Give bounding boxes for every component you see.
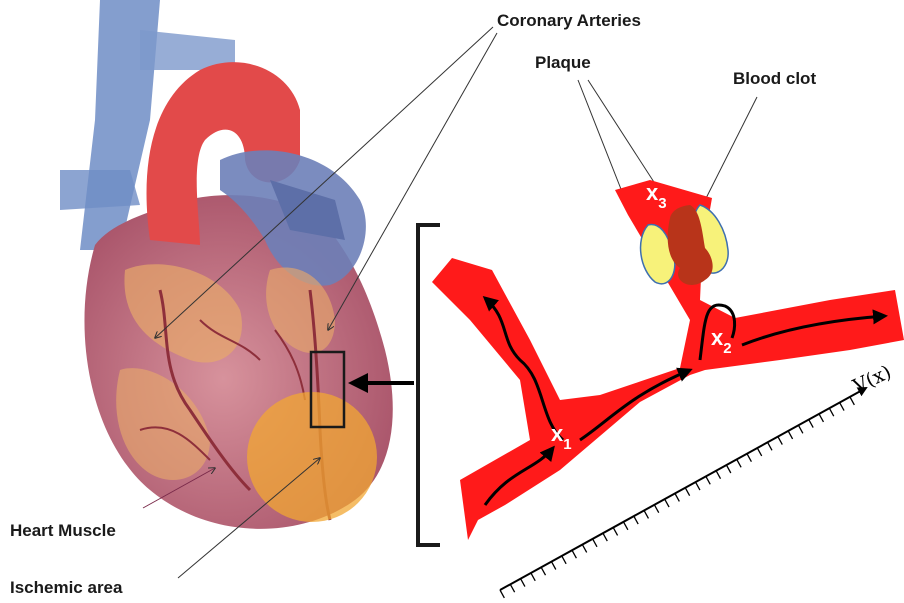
label-blood-clot: Blood clot [733, 69, 816, 89]
label-coronary-arteries: Coronary Arteries [497, 11, 641, 31]
zoom-bracket [418, 225, 440, 545]
vx-axis: V(x) [500, 361, 895, 598]
vx-axis-tick [757, 448, 761, 456]
heart-illustration [60, 0, 393, 529]
vx-axis-tick [829, 408, 833, 416]
vx-axis-tick [788, 431, 792, 439]
pulmonary-vein [60, 170, 140, 210]
vx-axis-tick [510, 584, 514, 592]
vx-axis-tick [706, 476, 710, 484]
vx-axis-tick [685, 488, 689, 496]
vx-axis-tick [799, 425, 803, 433]
artery-network: x1 x2 x3 [432, 180, 904, 540]
vx-axis-tick [613, 528, 617, 536]
vx-axis-tick [624, 522, 628, 530]
vx-axis-tick [562, 556, 566, 564]
vx-axis-tick [500, 590, 504, 598]
vx-axis-tick [593, 539, 597, 547]
vx-axis-tick [665, 499, 669, 507]
vx-axis-tick [582, 545, 586, 553]
vx-axis-tick [819, 414, 823, 422]
vx-axis-tick [654, 505, 658, 513]
vx-axis-tick [840, 403, 844, 411]
vx-axis-tick [634, 516, 638, 524]
label-ischemic-area: Ischemic area [10, 578, 122, 598]
vx-axis-tick [531, 573, 535, 581]
vx-axis-tick [696, 482, 700, 490]
vx-axis-tick [551, 562, 555, 570]
vx-axis-tick [850, 397, 854, 405]
label-plaque: Plaque [535, 53, 591, 73]
vx-axis-tick [675, 494, 679, 502]
vx-axis-tick [603, 533, 607, 541]
vx-axis-tick [809, 420, 813, 428]
label-heart-muscle: Heart Muscle [10, 521, 116, 541]
vx-axis-tick [737, 459, 741, 467]
vx-axis-label: V(x) [849, 361, 895, 398]
vx-axis-tick [541, 567, 545, 575]
vx-axis-tick [716, 471, 720, 479]
vx-axis-tick [778, 437, 782, 445]
vx-axis-tick [768, 442, 772, 450]
vx-axis-tick [726, 465, 730, 473]
vx-axis-tick [747, 454, 751, 462]
vx-axis-tick [521, 579, 525, 587]
vx-axis-tick [572, 550, 576, 558]
vx-axis-tick [644, 511, 648, 519]
